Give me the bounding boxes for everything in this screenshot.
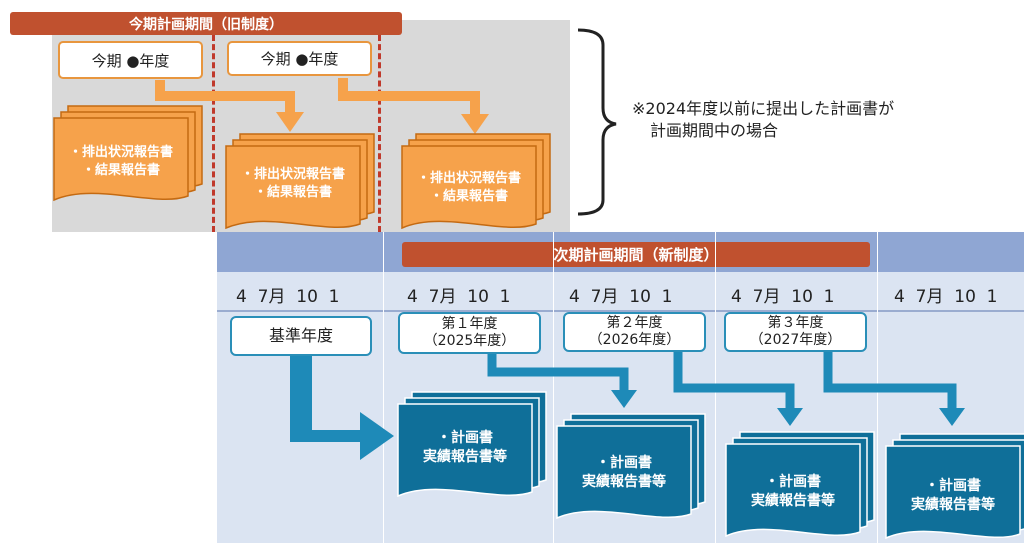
doc-line: ・計画書 — [925, 478, 981, 495]
new-doc-stack — [725, 431, 875, 538]
old-arrow-head — [276, 112, 304, 132]
doc-line: ・排出状況報告書 — [416, 171, 521, 187]
new-doc-stack — [397, 391, 547, 498]
year-arrow-head — [777, 408, 803, 426]
doc-line: ・結果報告書 — [429, 189, 508, 204]
year-box: 第２年度 （2026年度） — [563, 312, 706, 352]
doc-line: ・排出状況報告書 — [240, 167, 345, 183]
old-arrow — [155, 80, 295, 114]
year-arrow-head — [611, 390, 637, 408]
year-label: 第３年度 — [767, 314, 824, 331]
main-arrow — [290, 356, 394, 460]
year-box: 第３年度 （2027年度） — [724, 312, 867, 352]
year-label: 第２年度 — [606, 314, 663, 331]
month-labels: 4 7月 10 1 — [236, 287, 340, 307]
column-divider — [383, 232, 384, 543]
main-arrow — [290, 356, 312, 436]
new-doc-text: ・計画書 実績報告書等 — [398, 426, 532, 470]
old-doc-stack — [53, 105, 203, 202]
year-box: 第１年度 （2025年度） — [398, 312, 541, 354]
old-doc-stack — [401, 133, 551, 230]
month-row — [217, 272, 1024, 312]
old-period-title: 今期計画期間（旧制度） — [10, 12, 402, 35]
note-text: ※2024年度以前に提出した計画書が 計画期間中の場合 — [632, 98, 1012, 143]
note-line: 計画期間中の場合 — [650, 121, 779, 141]
new-doc-text: ・計画書 実績報告書等 — [726, 470, 860, 514]
doc-line: 実績報告書等 — [911, 497, 995, 513]
note-line: ※2024年度以前に提出した計画書が — [632, 99, 895, 118]
old-arrow-head — [461, 114, 489, 134]
doc-line: 実績報告書等 — [582, 474, 666, 490]
old-year-label: 今期 ●年度 — [58, 41, 203, 79]
old-doc-text: ・排出状況報告書 ・結果報告書 — [402, 166, 536, 210]
year-arrow-head — [939, 408, 965, 426]
year-period: （2027年度） — [749, 332, 842, 348]
year-period: （2025年度） — [423, 333, 516, 349]
old-period-divider — [378, 35, 381, 232]
old-doc-stack — [225, 133, 375, 230]
old-period-divider — [212, 35, 215, 232]
month-labels: 4 7月 10 1 — [731, 287, 835, 307]
new-doc-text: ・計画書 実績報告書等 — [557, 451, 691, 495]
doc-line: 実績報告書等 — [751, 493, 835, 509]
year-period: （2026年度） — [588, 332, 681, 348]
old-arrow — [338, 78, 480, 116]
new-period-title: 次期計画期間（新制度） — [402, 242, 870, 267]
year-arrow — [487, 354, 629, 392]
doc-line: ・結果報告書 — [81, 163, 160, 178]
month-labels: 4 7月 10 1 — [407, 287, 511, 307]
old-doc-text: ・排出状況報告書 ・結果報告書 — [54, 140, 188, 184]
doc-line: ・結果報告書 — [253, 185, 332, 200]
doc-line: ・排出状況報告書 — [68, 145, 173, 161]
new-doc-stack — [885, 433, 1024, 540]
year-label: 第１年度 — [441, 315, 498, 332]
doc-line: ・計画書 — [437, 430, 493, 447]
month-labels: 4 7月 10 1 — [894, 287, 998, 307]
year-arrow — [673, 352, 795, 410]
new-doc-stack — [556, 413, 706, 520]
base-year-box: 基準年度 — [230, 316, 372, 356]
doc-line: ・計画書 — [765, 474, 821, 491]
old-doc-text: ・排出状況報告書 ・結果報告書 — [226, 162, 360, 206]
bracket-icon — [577, 28, 617, 216]
doc-line: 実績報告書等 — [423, 449, 507, 465]
doc-line: ・計画書 — [596, 455, 652, 472]
old-year-label: 今期 ●年度 — [227, 41, 372, 76]
new-doc-text: ・計画書 実績報告書等 — [886, 474, 1020, 518]
column-divider — [553, 232, 554, 543]
year-arrow — [823, 352, 957, 410]
month-labels: 4 7月 10 1 — [569, 287, 673, 307]
